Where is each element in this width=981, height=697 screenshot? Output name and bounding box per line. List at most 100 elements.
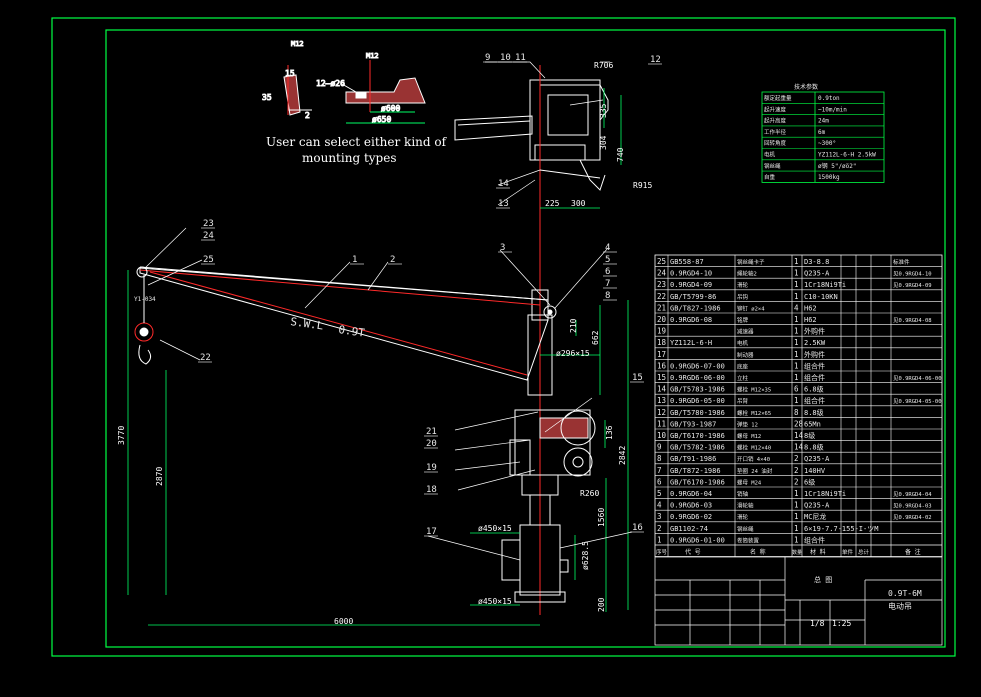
part-code: GB1102-74 xyxy=(670,525,708,533)
callout-17: 17 xyxy=(426,527,437,537)
callout-4: 4 xyxy=(605,243,610,253)
part-qty: 14 xyxy=(794,431,804,440)
callout-2: 2 xyxy=(390,255,395,265)
dim-200: 200 xyxy=(597,597,606,612)
part-no: 18 xyxy=(657,338,667,347)
part-note: 见0.9RGD4-03 xyxy=(893,503,932,510)
part-code: GB/T93-1987 xyxy=(670,420,716,428)
part-note: 见0.9RGD4-05-00 xyxy=(893,398,942,405)
part-code: GB/T5799-86 xyxy=(670,293,716,301)
part-code: 0.9RGD4-10 xyxy=(670,270,712,278)
part-qty: 28 xyxy=(794,419,804,428)
part-material: 65Mn xyxy=(804,420,821,428)
spec-value: ~300° xyxy=(818,140,836,147)
part-name: 螺栓 M12×35 xyxy=(737,386,771,394)
callout-leaders xyxy=(144,61,633,561)
part-no: 16 xyxy=(657,361,667,370)
dim-628: ø628.5 xyxy=(581,541,590,570)
part-name: 制动器 xyxy=(737,351,754,359)
callout-7: 7 xyxy=(605,279,610,289)
parts-header-material: 材 料 xyxy=(810,548,826,556)
dim-r706: R706 xyxy=(594,61,613,70)
spec-value: ~10m/min xyxy=(818,106,847,113)
spec-label: 工作半径 xyxy=(764,128,787,136)
dim-r260: R260 xyxy=(580,489,599,498)
part-code: 0.9RGD4-09 xyxy=(670,281,712,289)
title-product: 0.9T-6M xyxy=(888,589,922,598)
title-name: 电动吊 xyxy=(888,601,912,611)
part-no: 8 xyxy=(657,454,662,463)
boom-label: S.W.L 0.9T Y1-034 xyxy=(134,296,366,340)
spec-label: 电机 xyxy=(764,151,776,159)
dim-hole: 12–ø26 xyxy=(316,79,345,88)
part-note: 见0.9RGD4-02 xyxy=(893,514,932,521)
part-material: 1Cr18Ni9Ti xyxy=(804,281,846,289)
dim-304: 304 xyxy=(599,135,608,150)
callout-9: 9 xyxy=(485,53,490,63)
top-view xyxy=(454,65,609,205)
part-qty: 1 xyxy=(794,269,799,278)
part-no: 24 xyxy=(657,269,667,278)
part-name: 减速器 xyxy=(737,328,754,336)
part-qty: 1 xyxy=(794,524,799,533)
mounting-detail-views: M12 M12 15 35 2 12–ø26 ø600 ø650 xyxy=(262,40,426,125)
part-no: 2 xyxy=(657,524,662,533)
part-no: 23 xyxy=(657,280,666,289)
part-qty: 2 xyxy=(794,454,799,463)
spec-label: 钢丝绳 xyxy=(764,162,781,170)
part-name: 吊钩 xyxy=(737,293,749,301)
part-no: 9 xyxy=(657,443,662,452)
part-name: 滑轮 xyxy=(737,281,749,289)
spec-label: 起升速度 xyxy=(764,105,787,113)
part-name: 弹垫 12 xyxy=(737,420,758,428)
spec-value: YZ112L-6-H 2.5kW xyxy=(818,152,876,159)
mounting-note-line2: mounting types xyxy=(302,151,397,165)
part-no: 20 xyxy=(657,315,667,324)
part-qty: 1 xyxy=(794,338,799,347)
detail-label-right: M12 xyxy=(366,52,379,60)
part-qty: 1 xyxy=(794,396,799,405)
part-material: 6.8级 xyxy=(804,385,824,394)
dim-2842: 2842 xyxy=(618,446,627,465)
part-material: 140HV xyxy=(804,467,826,475)
dim-2870: 2870 xyxy=(155,467,164,486)
part-qty: 1 xyxy=(794,489,799,498)
part-material: 8级 xyxy=(804,431,815,440)
dim-650: ø650 xyxy=(372,115,391,124)
dim-1560: 1560 xyxy=(597,508,606,527)
part-name: 电机 xyxy=(737,339,749,347)
dim-210: 210 xyxy=(569,318,578,333)
part-name: 钢丝绳 xyxy=(737,525,754,533)
callout-22: 22 xyxy=(200,353,211,363)
title-block-text: 总 图 0.9T-6M 电动吊 1:25 1/8 xyxy=(810,575,922,628)
dimension-texts: R706 335 304 740 R915 225 300 210 662 ø2… xyxy=(117,61,652,626)
part-no: 21 xyxy=(657,303,666,312)
part-material: 2.5KW xyxy=(804,339,826,347)
part-name: 底座 xyxy=(737,362,749,370)
part-qty: 1 xyxy=(794,257,799,266)
callout-11: 11 xyxy=(515,53,526,63)
part-note: 见0.9RGD4-04 xyxy=(893,491,932,498)
part-note: 见0.9RGD4-08 xyxy=(893,317,932,324)
part-name: 螺栓 M12×40 xyxy=(737,444,771,452)
part-name: 吊臂 xyxy=(737,397,749,405)
spec-label: 自重 xyxy=(764,173,776,181)
part-code: GB/T6170-1986 xyxy=(670,478,725,486)
dim-662: 662 xyxy=(591,330,600,345)
spec-table-title: 技术参数 xyxy=(794,83,818,91)
part-no: 6 xyxy=(657,477,662,486)
spec-value: ø钢 5"/øö2" xyxy=(818,162,857,170)
callout-23: 23 xyxy=(203,219,214,229)
title-scale: 1:25 xyxy=(832,619,851,628)
outer-frame xyxy=(51,17,956,657)
part-qty: 2 xyxy=(794,477,799,486)
swl-label: S.W.L xyxy=(290,315,325,333)
part-code: 0.9RGD6-05-00 xyxy=(670,397,725,405)
part-qty: 1 xyxy=(794,280,799,289)
part-material: D3-8.8 xyxy=(804,258,829,266)
part-name: 销轴 xyxy=(737,490,749,498)
part-material: 1Cr18Ni9Ti xyxy=(804,490,846,498)
part-name: 卷筒装置 xyxy=(737,536,760,544)
part-material: 组合件 xyxy=(804,361,825,370)
